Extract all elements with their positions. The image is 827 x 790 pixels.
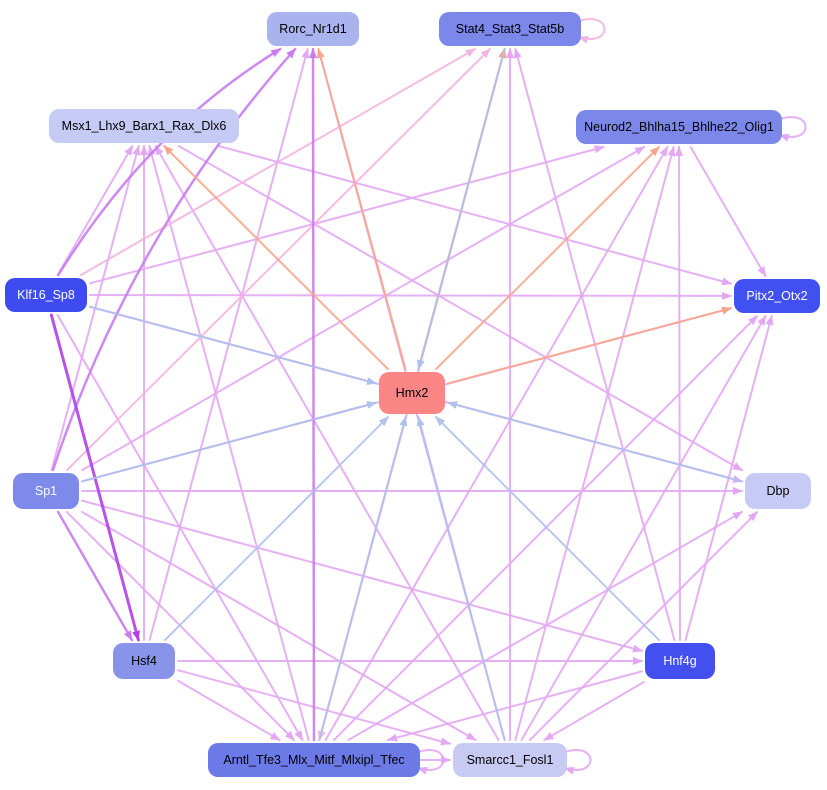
self-loop-neurod2[interactable] — [779, 116, 807, 142]
edge-smarcc1-hmx2[interactable] — [416, 416, 506, 741]
edge-sp1-neurod2[interactable] — [81, 146, 646, 472]
edge-hmx2-rorc[interactable] — [316, 48, 407, 370]
node-msx1[interactable]: Msx1_Lhx9_Barx1_Rax_Dlx6 — [49, 109, 239, 143]
edge-hnf4g-neurod2[interactable] — [675, 146, 684, 641]
edge-klf16-pitx2[interactable] — [89, 291, 732, 300]
edge-smarcc1-neurod2[interactable] — [514, 146, 676, 741]
edge-arntl-pitx2[interactable] — [332, 315, 759, 741]
edge-arntl-hmx2[interactable] — [318, 416, 408, 741]
node-smarcc1[interactable]: Smarcc1_Fosl1 — [453, 743, 567, 777]
edge-klf16-msx1[interactable] — [56, 145, 134, 276]
edge-msx1-dbp[interactable] — [177, 145, 743, 472]
edge-klf16-hmx2[interactable] — [89, 305, 377, 385]
edge-neurod2-pitx2[interactable] — [689, 146, 767, 277]
edge-hnf4g-arntl[interactable] — [386, 670, 643, 742]
node-dbp[interactable]: Dbp — [745, 473, 811, 509]
self-loop-smarcc1[interactable] — [564, 749, 592, 775]
node-klf16[interactable]: Klf16_Sp8 — [5, 278, 87, 312]
edge-arntl-rorc[interactable] — [309, 47, 318, 742]
node-neurod2[interactable]: Neurod2_Bhlha15_Bhlhe22_Olig1 — [576, 110, 782, 144]
edge-hsf4-hmx2[interactable] — [164, 416, 389, 641]
edge-arntl-neurod2[interactable] — [324, 146, 669, 741]
edge-klf16-rorc[interactable] — [57, 47, 282, 277]
self-loop-arntl[interactable] — [417, 749, 445, 775]
self-loop-stat4[interactable] — [578, 18, 606, 44]
node-sp1[interactable]: Sp1 — [13, 473, 79, 509]
node-hnf4g[interactable]: Hnf4g — [645, 643, 715, 679]
node-stat4[interactable]: Stat4_Stat3_Stat5b — [439, 12, 581, 46]
edge-sp1-hsf4[interactable] — [56, 510, 134, 642]
edge-klf16-stat4[interactable] — [79, 48, 477, 276]
edge-msx1-pitx2[interactable] — [217, 145, 732, 286]
edge-stat4-hmx2[interactable] — [416, 48, 506, 370]
edge-klf16-neurod2[interactable] — [89, 145, 605, 285]
edge-hmx2-msx1[interactable] — [163, 145, 389, 370]
node-rorc[interactable]: Rorc_Nr1d1 — [267, 12, 359, 46]
edge-sp1-hmx2[interactable] — [81, 401, 377, 483]
edge-hsf4-smarcc1[interactable] — [177, 669, 451, 746]
edge-hmx2-neurod2[interactable] — [435, 146, 660, 370]
node-pitx2[interactable]: Pitx2_Otx2 — [734, 279, 820, 313]
edge-smarcc1-msx1[interactable] — [154, 145, 500, 741]
node-hmx2[interactable]: Hmx2 — [379, 372, 445, 414]
node-hsf4[interactable]: Hsf4 — [113, 643, 175, 679]
edge-hnf4g-smarcc1[interactable] — [543, 681, 645, 741]
edge-hnf4g-hmx2[interactable] — [435, 416, 660, 641]
edge-hsf4-arntl[interactable] — [177, 679, 281, 741]
node-arntl[interactable]: Arntl_Tfe3_Mlx_Mitf_Mlxipl_Tfec — [208, 743, 420, 777]
edge-dbp-hmx2[interactable] — [447, 401, 743, 483]
edge-hmx2-pitx2[interactable] — [447, 306, 732, 385]
